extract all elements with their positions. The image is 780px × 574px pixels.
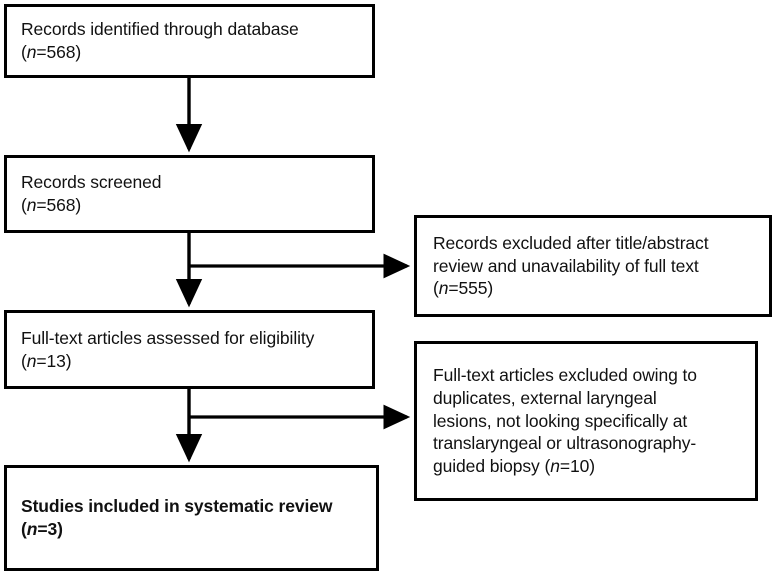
italic-n: n [438,278,449,299]
count-text: =13) [36,350,72,371]
count-text: =568) [36,42,82,62]
node-excluded-screening-line-3: (n=555) [417,277,769,300]
node-excluded-screening-line-1: Records excluded after title/abstract [433,232,709,253]
italic-n: n [26,195,37,215]
node-excluded-fulltext-line-3: lesions, not looking specifically at [433,410,688,431]
italic-n: n [26,350,37,371]
node-included-line-2: (n=3) [7,518,376,541]
italic-n: n [26,519,38,539]
node-fulltext-assessed-eligibility: Full-text articles assessed for eligibil… [4,310,375,389]
node-records-screened: Records screened (n=568) [4,155,375,233]
italic-n: n [550,456,560,477]
node-identified-line-2: (n=568) [7,41,372,64]
paren-open: ( [21,350,27,371]
node-excluded-fulltext-line-5: guided biopsy (n=10) [417,455,755,478]
paren-open: ( [21,195,27,215]
node-excluded-fulltext-line-4: translaryngeal or ultrasonography- [433,433,697,454]
node-eligible-line-2: (n=13) [7,350,372,373]
node-screened-line-1: Records screened [21,172,162,193]
paren-open: ( [21,519,27,539]
count-text: =3) [37,519,63,539]
count-text: =568) [36,195,82,215]
node-studies-included: Studies included in systematic review (n… [4,465,379,571]
paren-open: ( [433,278,439,299]
node-records-excluded-screening: Records excluded after title/abstract re… [414,215,772,317]
count-text: =555) [448,278,494,299]
count-text: =10) [559,456,595,477]
node-screened-line-2: (n=568) [7,194,372,217]
paren-open: ( [21,42,27,62]
node-records-identified: Records identified through database (n=5… [4,4,375,78]
node-eligible-line-1: Full-text articles assessed for eligibil… [21,327,315,348]
node-fulltext-excluded: Full-text articles excluded owing to dup… [414,341,758,501]
excluded-fulltext-tail: guided biopsy ( [433,456,551,477]
node-included-line-1: Studies included in systematic review [21,496,333,517]
node-excluded-fulltext-line-2: duplicates, external laryngeal [433,387,657,408]
italic-n: n [26,42,37,62]
node-identified-line-1: Records identified through database [21,19,299,40]
node-excluded-fulltext-line-1: Full-text articles excluded owing to [433,365,697,386]
node-excluded-screening-line-2: review and unavailability of full text [433,255,699,276]
